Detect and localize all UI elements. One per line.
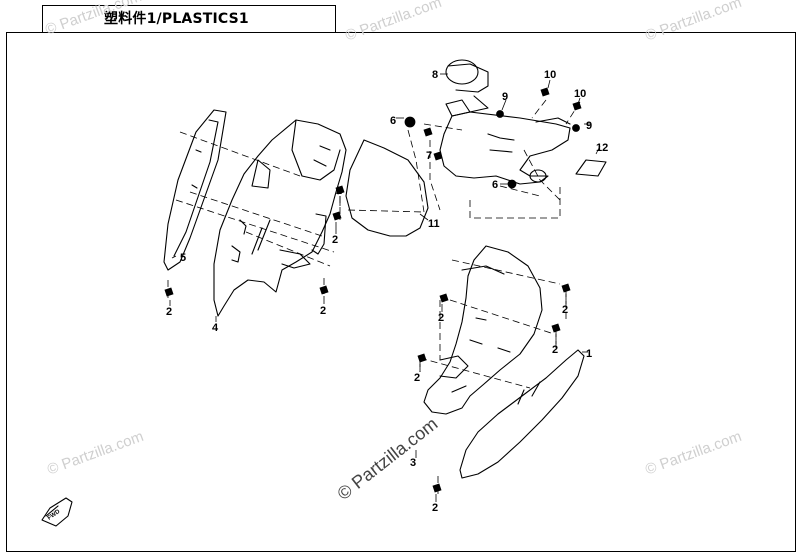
clip-icon <box>423 127 433 137</box>
callout-2: 2 <box>432 502 438 514</box>
part-12-decal <box>575 159 607 177</box>
fwd-arrow-icon <box>41 497 73 527</box>
callout-10: 10 <box>574 88 586 100</box>
callout-2: 2 <box>336 185 342 197</box>
part-5-side-panel <box>163 109 227 271</box>
part-8-bracket <box>439 59 571 185</box>
clip-icon <box>561 283 571 293</box>
clip-icon <box>439 293 449 303</box>
bolt-icon <box>496 110 504 118</box>
callout-labels: 1 2 2 2 2 2 2 2 2 2 2 3 4 5 6 6 7 8 9 9 … <box>47 69 609 522</box>
callout-1: 1 <box>586 348 592 360</box>
callout-10: 10 <box>544 69 556 81</box>
clip-icon <box>319 285 329 295</box>
callout-6: 6 <box>390 115 396 127</box>
callout-4: 4 <box>212 322 219 334</box>
diagram-frame <box>6 32 796 552</box>
clip-icon <box>335 185 345 195</box>
diagram-title: 塑料件1/PLASTICS1 <box>104 11 249 27</box>
clip-icon <box>164 287 174 297</box>
callout-11: 11 <box>428 218 440 230</box>
callout-12: 12 <box>596 142 608 154</box>
clip-icon <box>432 483 442 493</box>
callout-2: 2 <box>332 234 338 246</box>
callout-2: 2 <box>414 372 420 384</box>
part-11-windscreen <box>345 139 429 237</box>
callout-6: 6 <box>492 179 498 191</box>
callout-7: 7 <box>426 150 432 162</box>
callout-2: 2 <box>166 306 172 318</box>
callout-5: 5 <box>180 252 186 264</box>
callout-3: 3 <box>410 457 416 469</box>
assembly-lines <box>167 99 581 494</box>
clip-icon <box>540 87 550 97</box>
part-3-lower-fairing <box>423 245 543 415</box>
title-box <box>42 5 336 33</box>
clip-icon <box>433 151 443 161</box>
callout-2: 2 <box>562 304 568 316</box>
nut-icon <box>404 116 416 128</box>
clip-icon <box>332 211 342 221</box>
clip-icon <box>572 101 582 111</box>
callout-2: 2 <box>438 312 444 324</box>
callout-2: 2 <box>320 305 326 317</box>
fasteners <box>164 87 582 493</box>
part-4-front-cowl <box>213 119 347 317</box>
part-1-side-lower-panel <box>459 349 585 479</box>
callout-9: 9 <box>502 91 508 103</box>
nut-icon <box>507 179 517 189</box>
callout-8: 8 <box>432 69 438 81</box>
callout-9: 9 <box>586 120 592 132</box>
bolt-icon <box>572 124 580 132</box>
callout-2: 2 <box>552 344 558 356</box>
clip-icon <box>417 353 427 363</box>
callout-leaders <box>169 73 601 502</box>
clip-icon <box>551 323 561 333</box>
